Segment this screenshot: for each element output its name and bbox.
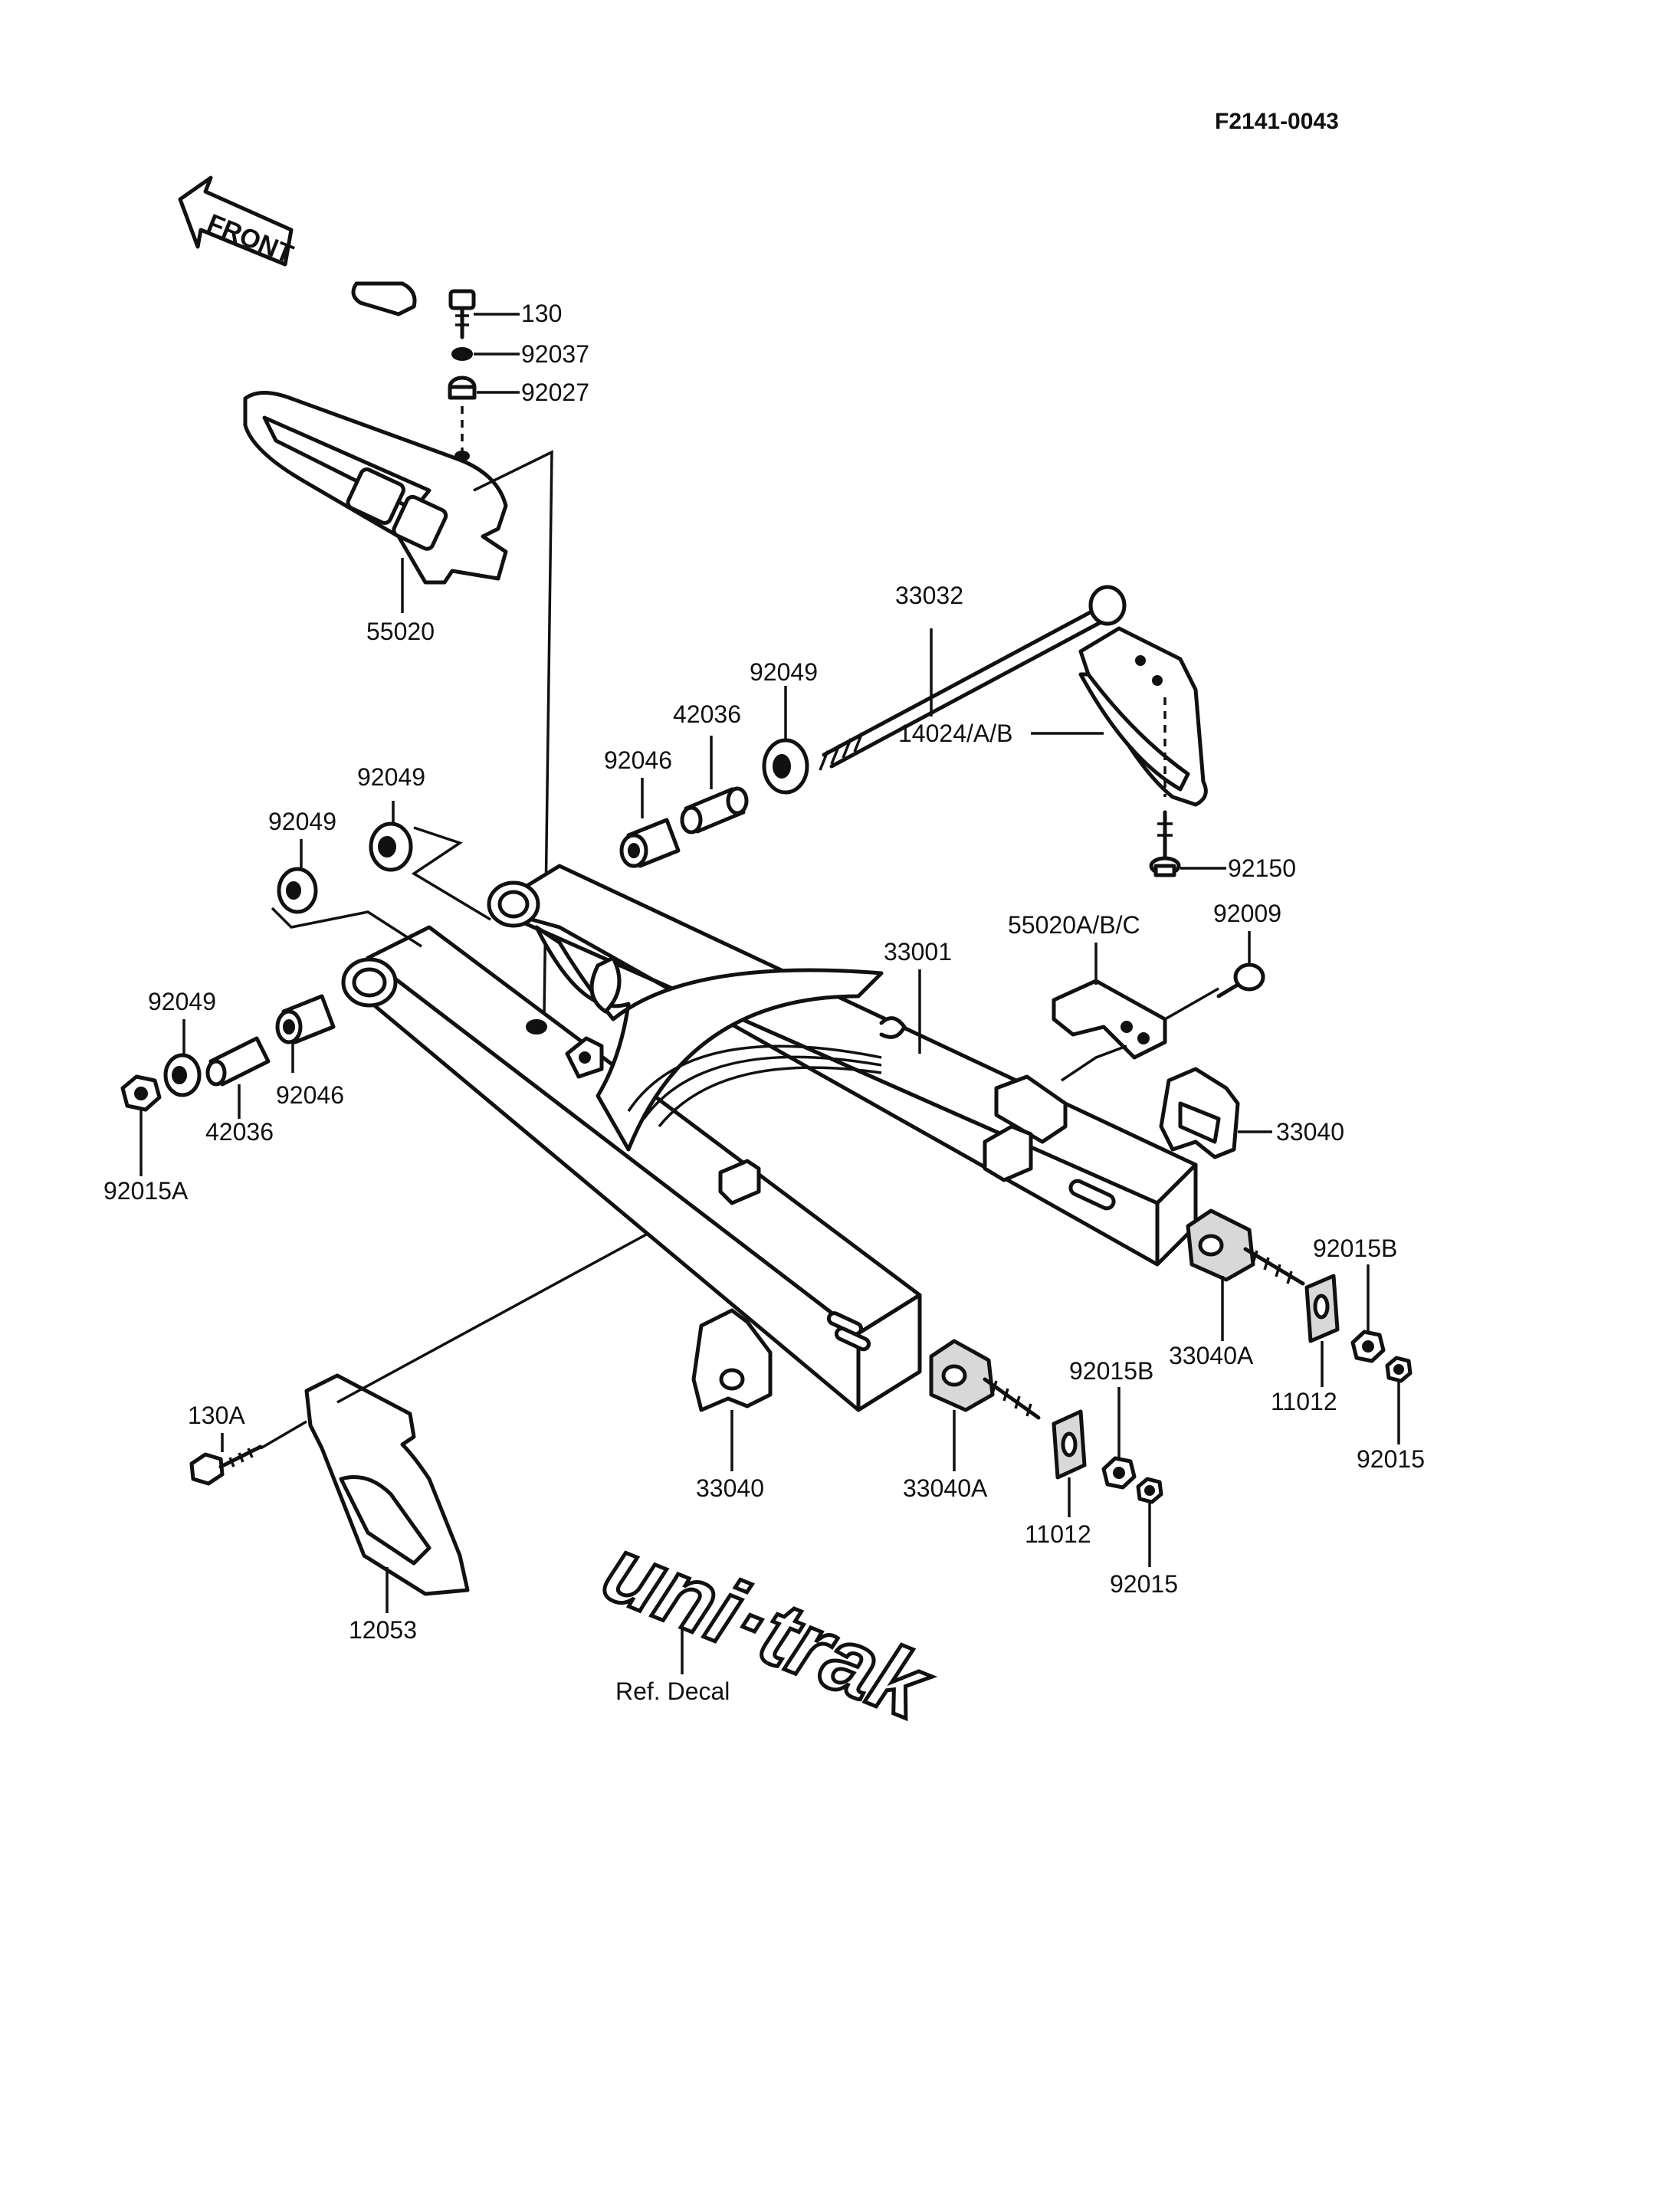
bearing-92049-mid-icon	[369, 821, 491, 921]
bolt-130A-icon	[189, 1444, 263, 1486]
bushing-92046-top-icon	[619, 818, 681, 868]
washer-92037-icon	[451, 347, 473, 361]
swingarm-part	[341, 864, 1198, 1412]
bushing-92046-bottom-icon	[275, 994, 336, 1044]
decal-text: uni·trak	[590, 1517, 945, 1740]
label-92015A: 92015A	[103, 1177, 189, 1205]
plate-11012-right-part	[1304, 1274, 1340, 1343]
adjuster-33040A-right-part	[1186, 1208, 1305, 1286]
chain-guide-part	[243, 391, 508, 585]
label-92037: 92037	[521, 340, 589, 368]
label-92049-a: 92049	[750, 658, 818, 686]
label-130: 130	[521, 300, 562, 327]
label-33040A-left: 33040A	[903, 1474, 988, 1502]
part-labels: 130 92037 92027 55020 33032 92049 42036 …	[103, 300, 1425, 1705]
nut-92015-right-icon	[1385, 1356, 1413, 1383]
label-92049-c: 92049	[268, 808, 336, 835]
nut-92015A-icon	[120, 1074, 162, 1112]
nut-92015B-right-icon	[1350, 1330, 1386, 1363]
label-55020abc: 55020A/B/C	[1008, 911, 1140, 939]
label-11012-left: 11012	[1025, 1520, 1091, 1548]
label-92015B-right: 92015B	[1313, 1235, 1397, 1262]
chain-case-part	[1078, 626, 1208, 807]
bolt-130-icon	[448, 289, 476, 339]
label-92046-b: 92046	[276, 1081, 344, 1109]
label-130A: 130A	[188, 1402, 245, 1429]
bracket-55020abc-part	[1052, 979, 1219, 1082]
adjuster-33040-right-part	[1159, 1067, 1240, 1159]
chain-slider-12053-part	[304, 1373, 470, 1596]
leader-lines	[139, 313, 1400, 1674]
guide-hole-icon	[454, 451, 470, 461]
label-92009: 92009	[1213, 900, 1281, 927]
label-ref-decal: Ref. Decal	[615, 1677, 730, 1705]
label-42036-b: 42036	[205, 1118, 274, 1146]
label-33040-left: 33040	[696, 1474, 764, 1502]
label-33040-right: 33040	[1276, 1118, 1344, 1146]
label-92049-b: 92049	[357, 763, 425, 791]
bearing-92049-left-icon	[271, 867, 422, 948]
label-92015-right: 92015	[1357, 1445, 1425, 1473]
uni-trak-decal-part: uni·trak	[589, 1515, 947, 1742]
label-33001: 33001	[884, 938, 952, 966]
mount-leader-line	[473, 450, 553, 1016]
sleeve-42036-bottom-icon	[205, 1036, 271, 1087]
label-92015-left: 92015	[1110, 1570, 1178, 1598]
label-55020: 55020	[366, 618, 435, 645]
bearing-92049-bottom-icon	[163, 1053, 202, 1097]
label-12053: 12053	[349, 1616, 417, 1644]
label-92027: 92027	[521, 379, 589, 406]
diagram-code: F2141-0043	[1215, 109, 1339, 134]
label-33032: 33032	[895, 582, 963, 609]
sleeve-42036-top-icon	[680, 786, 749, 835]
label-11012-right: 11012	[1271, 1388, 1337, 1415]
label-92150: 92150	[1228, 854, 1296, 882]
bolt-92150-icon	[1149, 810, 1181, 877]
adjuster-33040-left-part	[691, 1308, 773, 1412]
bearing-92049-top-icon	[762, 738, 809, 795]
nut-92015-left-icon	[1136, 1477, 1163, 1504]
label-42036-a: 42036	[673, 700, 741, 728]
pivot-shaft-part	[819, 585, 1127, 771]
label-33040A-right: 33040A	[1169, 1342, 1254, 1369]
label-92046-a: 92046	[604, 746, 672, 774]
label-92049-d: 92049	[148, 988, 216, 1015]
plate-11012-left-part	[1052, 1409, 1087, 1480]
collar-92027-icon	[448, 375, 477, 400]
front-arrow-icon: FRONT	[178, 175, 297, 269]
nut-92015B-left-icon	[1101, 1456, 1137, 1490]
adjuster-33040A-left-part	[929, 1339, 1041, 1420]
label-92015B-left: 92015B	[1069, 1357, 1153, 1385]
bolt-92009-icon	[1216, 962, 1265, 998]
label-14024: 14024/A/B	[898, 720, 1012, 747]
sticker-part	[351, 281, 417, 316]
